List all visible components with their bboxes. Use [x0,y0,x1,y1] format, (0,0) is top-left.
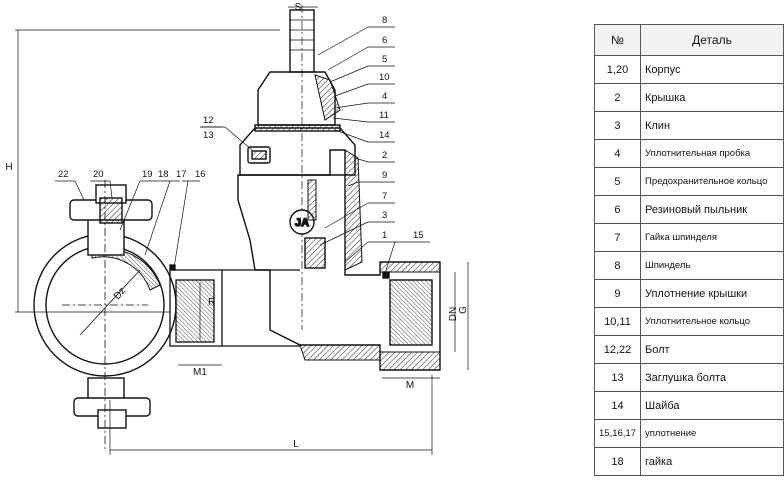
valve-cross-section-drawing: JA S H Dz R M1 M DN G L [5,2,469,455]
clamp-saddle [33,180,177,450]
part-number: 4 [594,139,641,168]
part-number: 6 [594,195,641,224]
dimension-l-label: L [293,439,299,450]
part-name: Болт [639,335,784,364]
dimension-lines [15,6,469,455]
parts-table-header: № Деталь [594,24,784,56]
dimension-h-label: H [5,162,12,173]
callout-18: 18 [158,169,169,180]
dimension-r-label: R [208,297,215,308]
callout-22: 22 [58,169,69,180]
part-name: Уплотнение крышки [639,279,784,308]
part-name: Клин [639,111,784,140]
part-name: Шпиндель [639,251,784,280]
part-number: 2 [594,83,641,112]
dimension-s-label: S [295,2,302,13]
callout-1: 1 [382,230,387,241]
part-name: Уплотнительная пробка [639,139,784,168]
part-number: 8 [594,251,641,280]
part-name: Гайка шпинделя [639,223,784,252]
part-name: уплотнение [639,419,784,448]
dimension-dn-label: DN [448,307,459,321]
part-number: 12,22 [594,335,641,364]
bonnet: JA [239,5,356,330]
dimension-m-label: M [406,380,414,391]
valve-body [237,149,441,371]
callout-9: 9 [382,170,387,181]
callout-17: 17 [176,169,187,180]
dimension-g-label: G [458,306,469,314]
callout-4: 4 [382,91,387,102]
callout-16: 16 [195,169,206,180]
part-name: Заглушка болта [639,363,784,392]
callout-15: 15 [413,230,424,241]
part-name: Предохранительное кольцо [639,167,784,196]
callout-6: 6 [382,35,387,46]
callout-11: 11 [379,110,389,121]
part-number: 15,16,17 [594,419,641,448]
callout-14: 14 [379,130,390,141]
part-number: 1,20 [594,55,641,84]
part-number: 10,11 [594,307,641,336]
dimension-m1-label: M1 [193,367,207,378]
callout-7: 7 [382,191,387,202]
part-name: Уплотнительное кольцо [639,307,784,336]
part-number: 7 [594,223,641,252]
callout-2: 2 [382,150,387,161]
callout-10: 10 [379,72,390,83]
callout-12: 12 [203,115,214,126]
part-name: Корпус [639,55,784,84]
part-number: 3 [594,111,641,140]
callout-5: 5 [382,54,387,65]
callout-20: 20 [93,169,104,180]
callout-3: 3 [382,210,387,221]
callout-8: 8 [382,15,387,26]
dimension-dz-label: Dz [112,285,128,301]
part-number: 18 [594,447,641,476]
callout-13: 13 [203,130,214,141]
part-name: Резиновый пыльник [639,195,784,224]
part-name: Крышка [639,83,784,112]
callout-19: 19 [142,169,153,180]
part-number: 13 [594,363,641,392]
left-spigot [169,264,300,347]
header-number: № [594,24,641,56]
logo-text: JA [295,217,309,229]
callout-leaders [55,26,430,271]
part-number: 14 [594,391,641,420]
part-number: 5 [594,167,641,196]
part-name: Шайба [639,391,784,420]
part-number: 9 [594,279,641,308]
part-name: гайка [639,447,784,476]
header-part: Деталь [639,24,784,56]
